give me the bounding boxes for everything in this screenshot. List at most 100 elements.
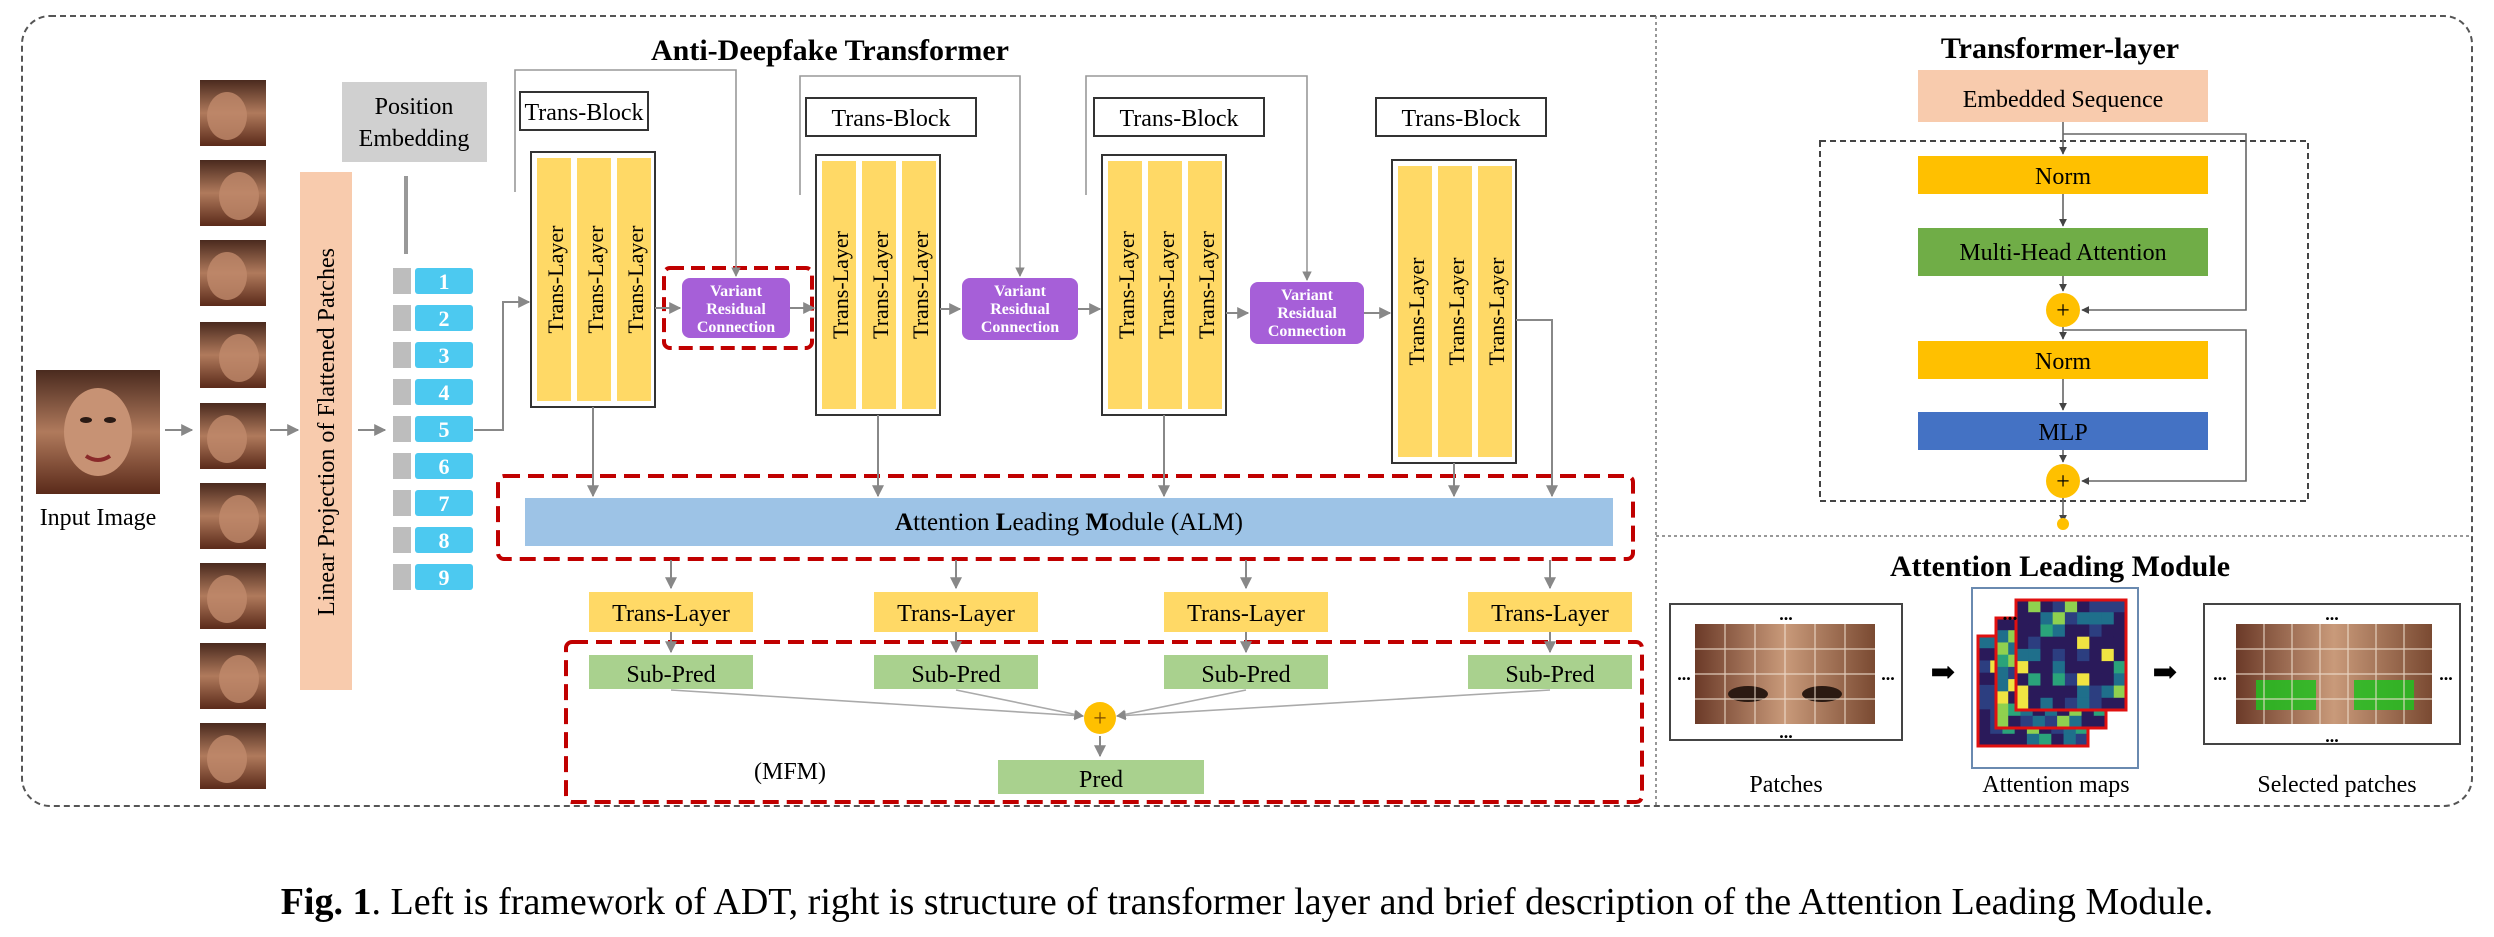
- attention-map-cell: [1978, 697, 1991, 710]
- head-trans-layer-box: [1468, 592, 1632, 632]
- patch-token: [415, 453, 473, 479]
- attention-maps-stack: [1976, 598, 2128, 748]
- patches-dots-top: ...: [1779, 604, 1793, 624]
- residual-add-1-symbol: +: [2056, 298, 2070, 324]
- vrc-label-line: Variant: [710, 283, 763, 300]
- trans-layer-bar: [822, 161, 856, 409]
- attention-map-cell: [1996, 703, 2009, 717]
- attention-map-cell: [2113, 600, 2127, 613]
- attention-map-cell: [2052, 685, 2066, 699]
- attention-map-cell: [2016, 624, 2029, 638]
- attention-map-cell: [2052, 600, 2066, 613]
- head-trans-layer-box: [874, 592, 1038, 632]
- patches-caption: Patches: [1749, 772, 1822, 798]
- attention-map-cell: [2028, 624, 2041, 638]
- trans-layer-bar: [1398, 166, 1432, 457]
- attention-map-cell: [2101, 673, 2115, 687]
- patches-dots-left: ...: [1677, 664, 1691, 684]
- attention-maps-dots: ...: [2003, 603, 2018, 625]
- attention-map-cell: [2101, 600, 2115, 613]
- linear-projection-bar: [300, 172, 352, 690]
- position-token: [393, 453, 411, 479]
- position-token: [393, 416, 411, 442]
- position-token: [393, 268, 411, 294]
- attention-map-cell: [1996, 618, 2009, 631]
- patch-token-number: 9: [439, 565, 450, 590]
- outer-frame: [21, 15, 2473, 807]
- trans-block-label: Trans-Block: [524, 100, 643, 126]
- attention-map-cell: [2113, 612, 2127, 625]
- trans-layer-label: Trans-Layer: [1444, 257, 1469, 366]
- attention-map-cell: [2101, 636, 2115, 650]
- vrc-label-line: Residual: [706, 301, 766, 318]
- trans-block-header: [805, 97, 977, 137]
- patch-token: [415, 527, 473, 553]
- trans-layer-label: Trans-Layer: [1404, 257, 1429, 366]
- trans-layer-bar: [1108, 161, 1142, 409]
- attention-map-cell: [2101, 612, 2115, 625]
- attention-map-cell: [2040, 600, 2054, 613]
- attention-map-cell: [1978, 721, 1991, 735]
- attention-map-cell: [2081, 715, 2095, 729]
- vrc-label-line: Residual: [990, 301, 1050, 318]
- head-trans-layer-label: Trans-Layer: [612, 601, 730, 627]
- attention-map-cell: [2052, 612, 2066, 625]
- attention-map-cell: [2064, 600, 2078, 613]
- attention-map-cell: [2089, 612, 2103, 625]
- attention-map-cell: [1978, 648, 1991, 661]
- mfm-sum-symbol: +: [1093, 706, 1107, 732]
- trans-layer-label: Trans-Layer: [1154, 230, 1179, 339]
- patches-image: [1695, 624, 1875, 724]
- selected-patches-caption: Selected patches: [2257, 772, 2416, 798]
- attention-map-cell: [2077, 697, 2090, 711]
- trans-layer-bar: [537, 158, 571, 401]
- attention-map-cell: [2040, 624, 2054, 638]
- attention-map-cell: [2040, 612, 2054, 625]
- attention-map-cell: [2064, 648, 2078, 662]
- patch-token: [415, 416, 473, 442]
- prediction-heads: Trans-LayerSub-PredTrans-LayerSub-PredTr…: [589, 560, 1632, 721]
- attention-map-cell: [2052, 697, 2066, 711]
- vrc-label-line: Variant: [1281, 287, 1334, 304]
- patch-thumbnails: [200, 80, 266, 789]
- attention-map-cell: [2064, 636, 2078, 650]
- attention-map-cell: [2089, 685, 2103, 699]
- patch-token-number: 1: [439, 269, 450, 294]
- sub-pred-label: Sub-Pred: [1505, 662, 1594, 688]
- attention-map-cell: [1996, 654, 2009, 668]
- attention-map-cell: [2040, 661, 2054, 674]
- patch-token: [415, 305, 473, 331]
- attention-map-cell: [2113, 673, 2127, 687]
- mfm-dashed-frame: [564, 640, 1644, 804]
- selected-dots-left: ...: [2213, 664, 2227, 684]
- trans-layer-label: Trans-Layer: [868, 230, 893, 339]
- attention-map-cell: [1978, 709, 1991, 723]
- attention-map-border: [2014, 598, 2128, 712]
- vrc-label-line: Variant: [994, 283, 1047, 300]
- transformer-layer-output-dot: [2057, 518, 2069, 530]
- selected-dots-bottom: ...: [2325, 726, 2339, 746]
- attention-map-cell: [2028, 661, 2041, 674]
- sub-pred-box: [1468, 655, 1632, 689]
- attention-map-cell: [2040, 697, 2054, 711]
- trans-block-header: [1093, 97, 1265, 137]
- token-to-block-arrow: [474, 296, 531, 431]
- attention-map-cell: [2016, 673, 2029, 687]
- attention-map-cell: [2075, 733, 2089, 747]
- attention-map-cell: [2077, 624, 2090, 638]
- patch-token: [415, 268, 473, 294]
- residual-add-1: [2046, 293, 2080, 327]
- attention-map-cell: [2077, 636, 2090, 650]
- patch-token-number: 7: [439, 491, 450, 516]
- transformer-layer-title: Transformer-layer: [1941, 32, 2179, 65]
- patches-dots-bottom: ...: [1779, 722, 1793, 742]
- attention-map: [2014, 598, 2128, 712]
- attention-map-cell: [2101, 685, 2115, 699]
- norm-2-box: [1918, 341, 2208, 379]
